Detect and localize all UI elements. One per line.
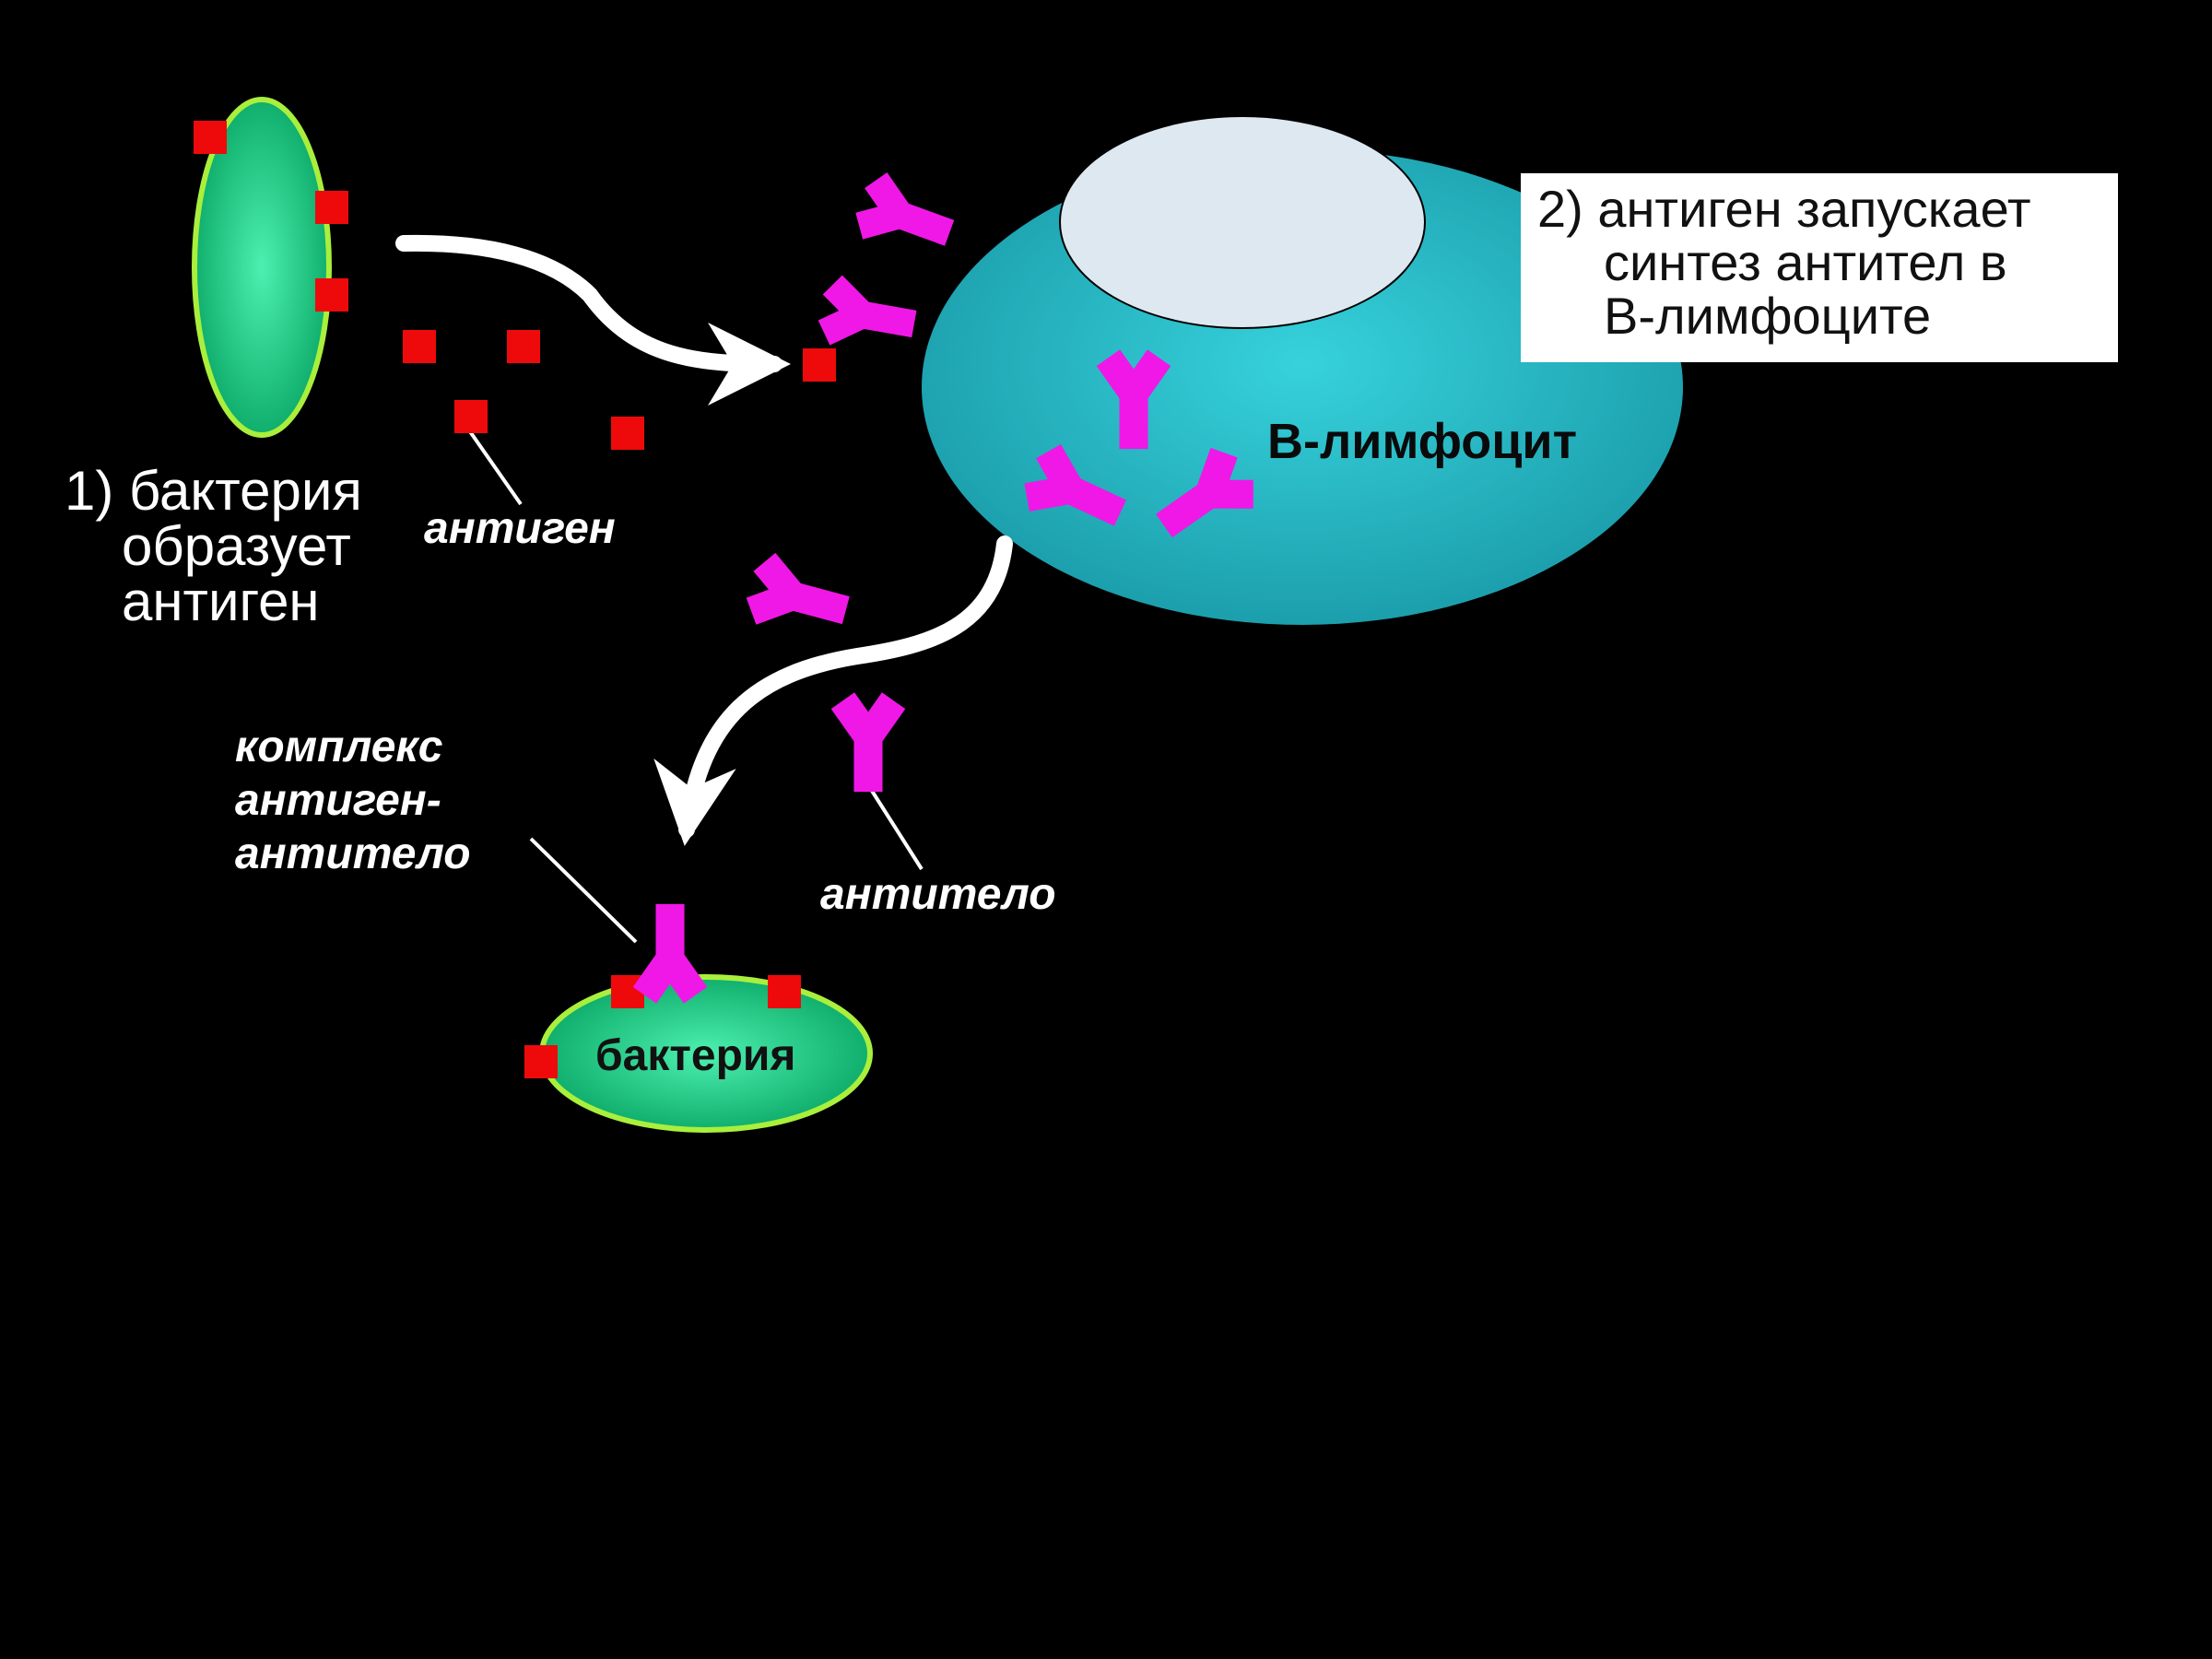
bacterium-step-label: 1) бактерия образует антиген — [65, 464, 362, 629]
bacterium-origin — [192, 97, 332, 438]
pointer-complex — [529, 837, 638, 944]
pointer-antigen — [465, 426, 523, 506]
arrow-antigen-to-lymphocyte — [395, 234, 791, 406]
complex-line: антиген- — [235, 776, 441, 825]
antigen-marker — [803, 348, 836, 382]
antigen-marker — [315, 278, 348, 312]
antibody-bound — [632, 903, 708, 1004]
antigen-marker — [194, 121, 227, 154]
nucleus — [1059, 115, 1426, 329]
antigen-marker — [507, 330, 540, 363]
complex-line: антитело — [235, 830, 471, 878]
antigen-marker — [524, 1045, 558, 1078]
antibody — [855, 172, 955, 246]
antibody — [830, 692, 906, 793]
antibody — [1024, 444, 1126, 526]
antibody-label: антитело — [820, 870, 1056, 919]
antigen-marker — [611, 417, 644, 450]
bacterium-step-line: антиген — [122, 571, 320, 632]
antigen-label: антиген — [424, 504, 616, 553]
antigen-marker — [315, 191, 348, 224]
lymphocyte-label: В-лимфоцит — [1267, 414, 1578, 469]
callout-line: синтез антител в — [1604, 233, 2007, 291]
callout-line: В-лимфоците — [1604, 287, 1932, 345]
bacterium-label: бактерия — [595, 1031, 796, 1080]
antibody — [1156, 447, 1253, 538]
callout-box: 2) антиген запускает синтез антител в В-… — [1521, 173, 2118, 362]
bacterium-step-line: 1) бактерия — [65, 460, 362, 522]
complex-line: комплекс — [235, 723, 443, 771]
antibody — [818, 275, 917, 346]
antigen-marker — [454, 400, 488, 433]
arrow-antibody-to-bacterium — [653, 535, 1013, 846]
callout-line: 2) антиген запускает — [1537, 180, 2031, 238]
antigen-marker — [403, 330, 436, 363]
antibody — [746, 552, 850, 625]
antigen-marker — [768, 975, 801, 1008]
bacterium-step-line: образует — [122, 515, 351, 577]
pointer-antibody — [870, 789, 924, 871]
antibody — [1096, 349, 1171, 450]
complex-label: комплекс антиген- антитело — [235, 721, 471, 881]
